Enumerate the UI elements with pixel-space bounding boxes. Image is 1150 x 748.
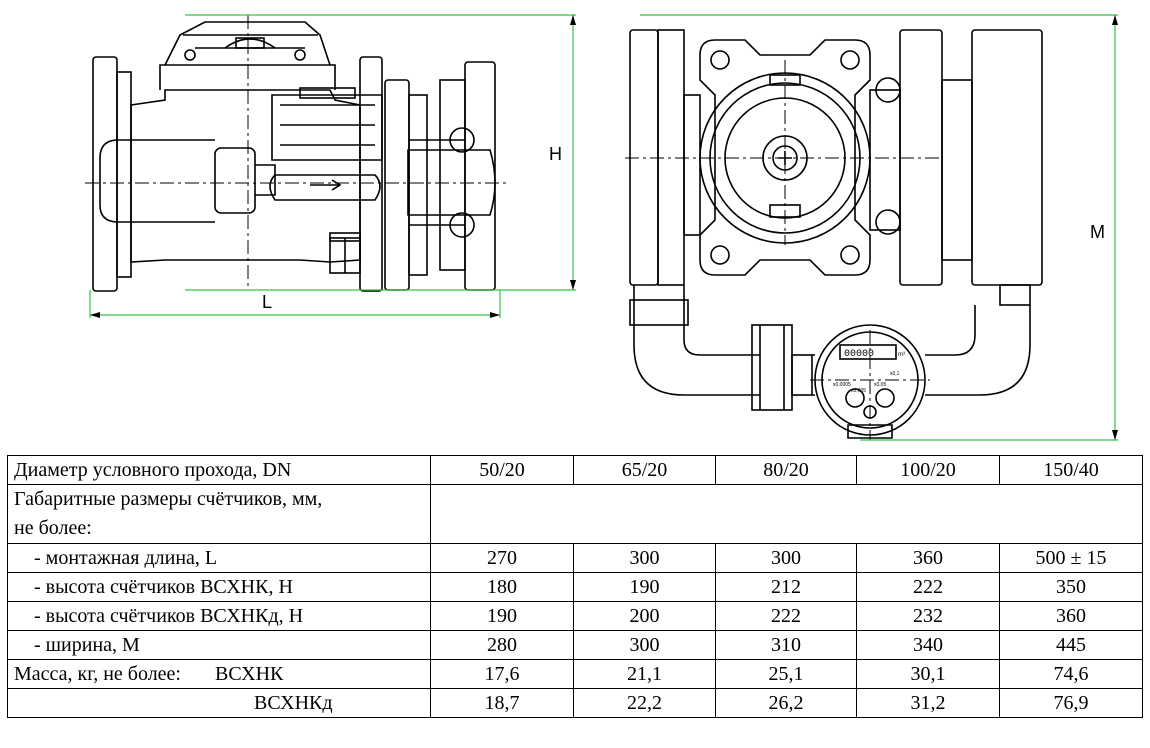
row-label: - ширина, M <box>7 630 431 660</box>
table-row: Масса, кг, не более: ВСХНК 17,6 21,1 25,… <box>7 659 1143 689</box>
cell: 22,2 <box>573 688 716 718</box>
mass-type-label: ВСХНКд <box>7 688 431 718</box>
dn-value: 80/20 <box>715 455 857 485</box>
sub-dial-label: x0,005 <box>851 388 866 394</box>
cell: 190 <box>430 601 574 631</box>
cell: 270 <box>430 543 574 573</box>
cell: 340 <box>856 630 1000 660</box>
cell: 190 <box>573 572 716 602</box>
cell: 360 <box>999 601 1143 631</box>
cell: 76,9 <box>999 688 1143 718</box>
row-label: - высота счётчиков ВСХНКд, H <box>7 601 431 631</box>
cell: 180 <box>430 572 574 602</box>
section-title-line: Габаритные размеры счётчиков, мм, <box>14 488 323 510</box>
cell: 25,1 <box>715 659 857 689</box>
cell: 21,1 <box>573 659 716 689</box>
sub-dial-label: x0,0005 <box>833 382 851 388</box>
dn-value: 65/20 <box>573 455 716 485</box>
cell: 310 <box>715 630 857 660</box>
mass-label-cell: Масса, кг, не более: ВСХНК <box>7 659 431 689</box>
front-view <box>625 29 1043 440</box>
dn-value: 100/20 <box>856 455 1000 485</box>
row-label: - высота счётчиков ВСХНК, H <box>7 572 431 602</box>
height-dimension-label: H <box>549 144 562 164</box>
sub-dial-label: x0,05 <box>874 382 886 388</box>
cell: 200 <box>573 601 716 631</box>
counter-digits: 00000 <box>844 349 874 360</box>
cell: 300 <box>715 543 857 573</box>
cell: 17,6 <box>430 659 574 689</box>
dn-value: 50/20 <box>430 455 574 485</box>
cell: 360 <box>856 543 1000 573</box>
cell: 222 <box>856 572 1000 602</box>
length-dimension-label: L <box>262 292 272 312</box>
cell: 300 <box>573 630 716 660</box>
technical-drawing: H L M 00000 m³ x0,0005 x0,005 x0,05 x0,1 <box>85 14 1118 441</box>
cell: 222 <box>715 601 857 631</box>
cell: 30,1 <box>856 659 1000 689</box>
cell: 445 <box>999 630 1143 660</box>
cell: 18,7 <box>430 688 574 718</box>
cell: 350 <box>999 572 1143 602</box>
section-title-line: не более: <box>14 517 92 539</box>
dn-value: 150/40 <box>999 455 1143 485</box>
cell: 74,6 <box>999 659 1143 689</box>
mass-type-label: ВСХНК <box>214 663 284 685</box>
cell: 212 <box>715 572 857 602</box>
table-row: - монтажная длина, L 270 300 300 360 500… <box>7 543 1143 573</box>
cell: 31,2 <box>856 688 1000 718</box>
cell: 500 ± 15 <box>999 543 1143 573</box>
table-row: - высота счётчиков ВСХНК, H 180 190 212 … <box>7 572 1143 602</box>
dimension-lines <box>89 14 1118 441</box>
section-title-blank <box>430 484 1143 544</box>
cell: 280 <box>430 630 574 660</box>
table-row: ВСХНКд 18,7 22,2 26,2 31,2 76,9 <box>7 688 1143 718</box>
section-title-row: Габаритные размеры счётчиков, мм, не бол… <box>7 484 1143 544</box>
specification-table: Диаметр условного прохода, DN 50/20 65/2… <box>7 455 1143 718</box>
table-header-row: Диаметр условного прохода, DN 50/20 65/2… <box>7 455 1143 485</box>
counter-unit: m³ <box>898 352 905 358</box>
cell: 232 <box>856 601 1000 631</box>
table-row: - ширина, M 280 300 310 340 445 <box>7 630 1143 660</box>
cell: 26,2 <box>715 688 857 718</box>
dn-label: Диаметр условного прохода, DN <box>7 455 431 485</box>
sub-dial-label: x0,1 <box>890 371 900 377</box>
side-view <box>85 15 510 292</box>
row-label: - монтажная длина, L <box>7 543 431 573</box>
cell: 300 <box>573 543 716 573</box>
table-row: - высота счётчиков ВСХНКд, H 190 200 222… <box>7 601 1143 631</box>
mass-label: Масса, кг, не более: <box>14 663 181 685</box>
width-dimension-label: M <box>1090 222 1105 242</box>
section-title: Габаритные размеры счётчиков, мм, не бол… <box>7 484 431 544</box>
